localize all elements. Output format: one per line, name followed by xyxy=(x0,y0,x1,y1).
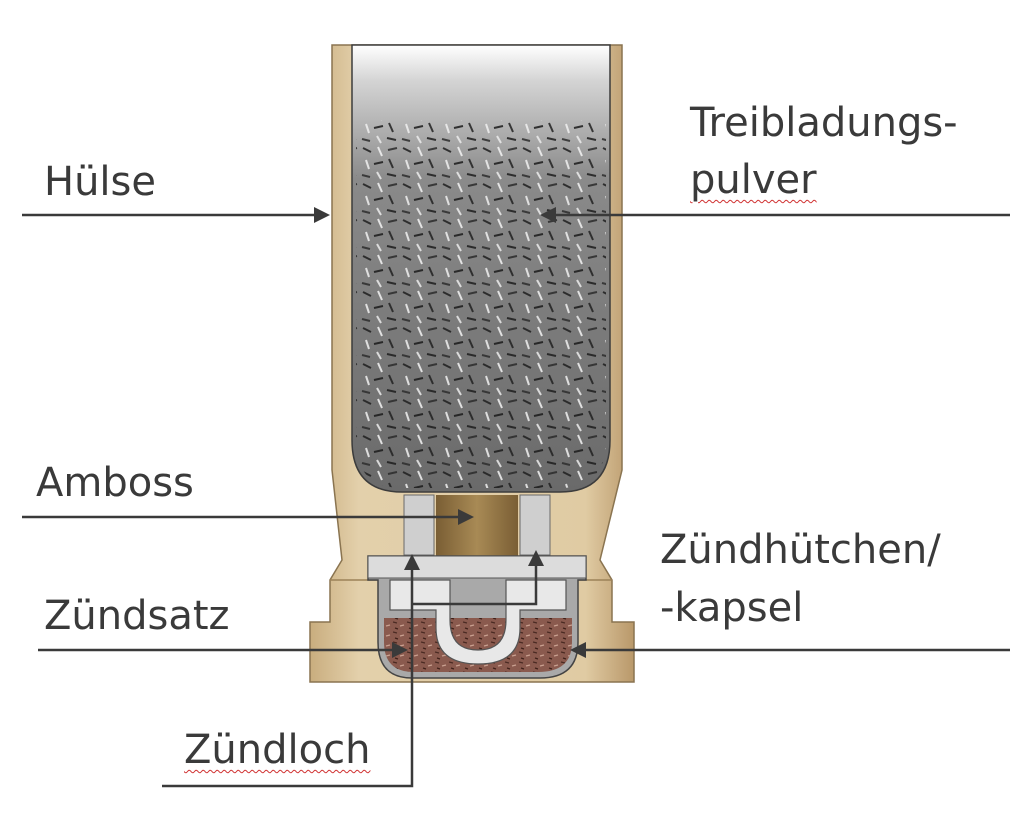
arrowhead-anvil-link xyxy=(528,550,544,566)
primer-cup-rim xyxy=(367,555,587,579)
label-treibladung-line1: Treibladungs- xyxy=(690,100,958,146)
label-amboss: Amboss xyxy=(36,460,194,506)
arrowhead-zuendhuetchen xyxy=(570,642,586,658)
flash-hole-left xyxy=(403,494,435,556)
label-zuendhuetchen-line1: Zündhütchen/ xyxy=(660,527,941,573)
label-huelse: Hülse xyxy=(44,159,156,205)
label-treibladung-line2: pulver xyxy=(690,157,817,203)
leader-lines xyxy=(22,213,1010,788)
leader-anvil-link xyxy=(412,560,538,606)
arrowhead-amboss xyxy=(458,509,474,525)
leader-arrowheads xyxy=(314,207,586,658)
powder-grains xyxy=(356,120,606,488)
label-zuendsatz: Zündsatz xyxy=(44,593,230,639)
flash-hole-right xyxy=(519,494,551,556)
anvil-body xyxy=(436,495,518,557)
arrowhead-zuendloch xyxy=(404,554,420,570)
leader-zuendloch xyxy=(162,568,414,788)
label-zuendloch: Zündloch xyxy=(184,727,371,773)
arrowhead-huelse xyxy=(314,207,330,223)
primer-anvil xyxy=(389,579,567,665)
arrowhead-treibladung xyxy=(540,207,556,223)
label-zuendhuetchen-line2: -kapsel xyxy=(660,585,804,631)
priming-compound-texture xyxy=(384,618,572,672)
arrowhead-zuendsatz xyxy=(392,642,408,658)
